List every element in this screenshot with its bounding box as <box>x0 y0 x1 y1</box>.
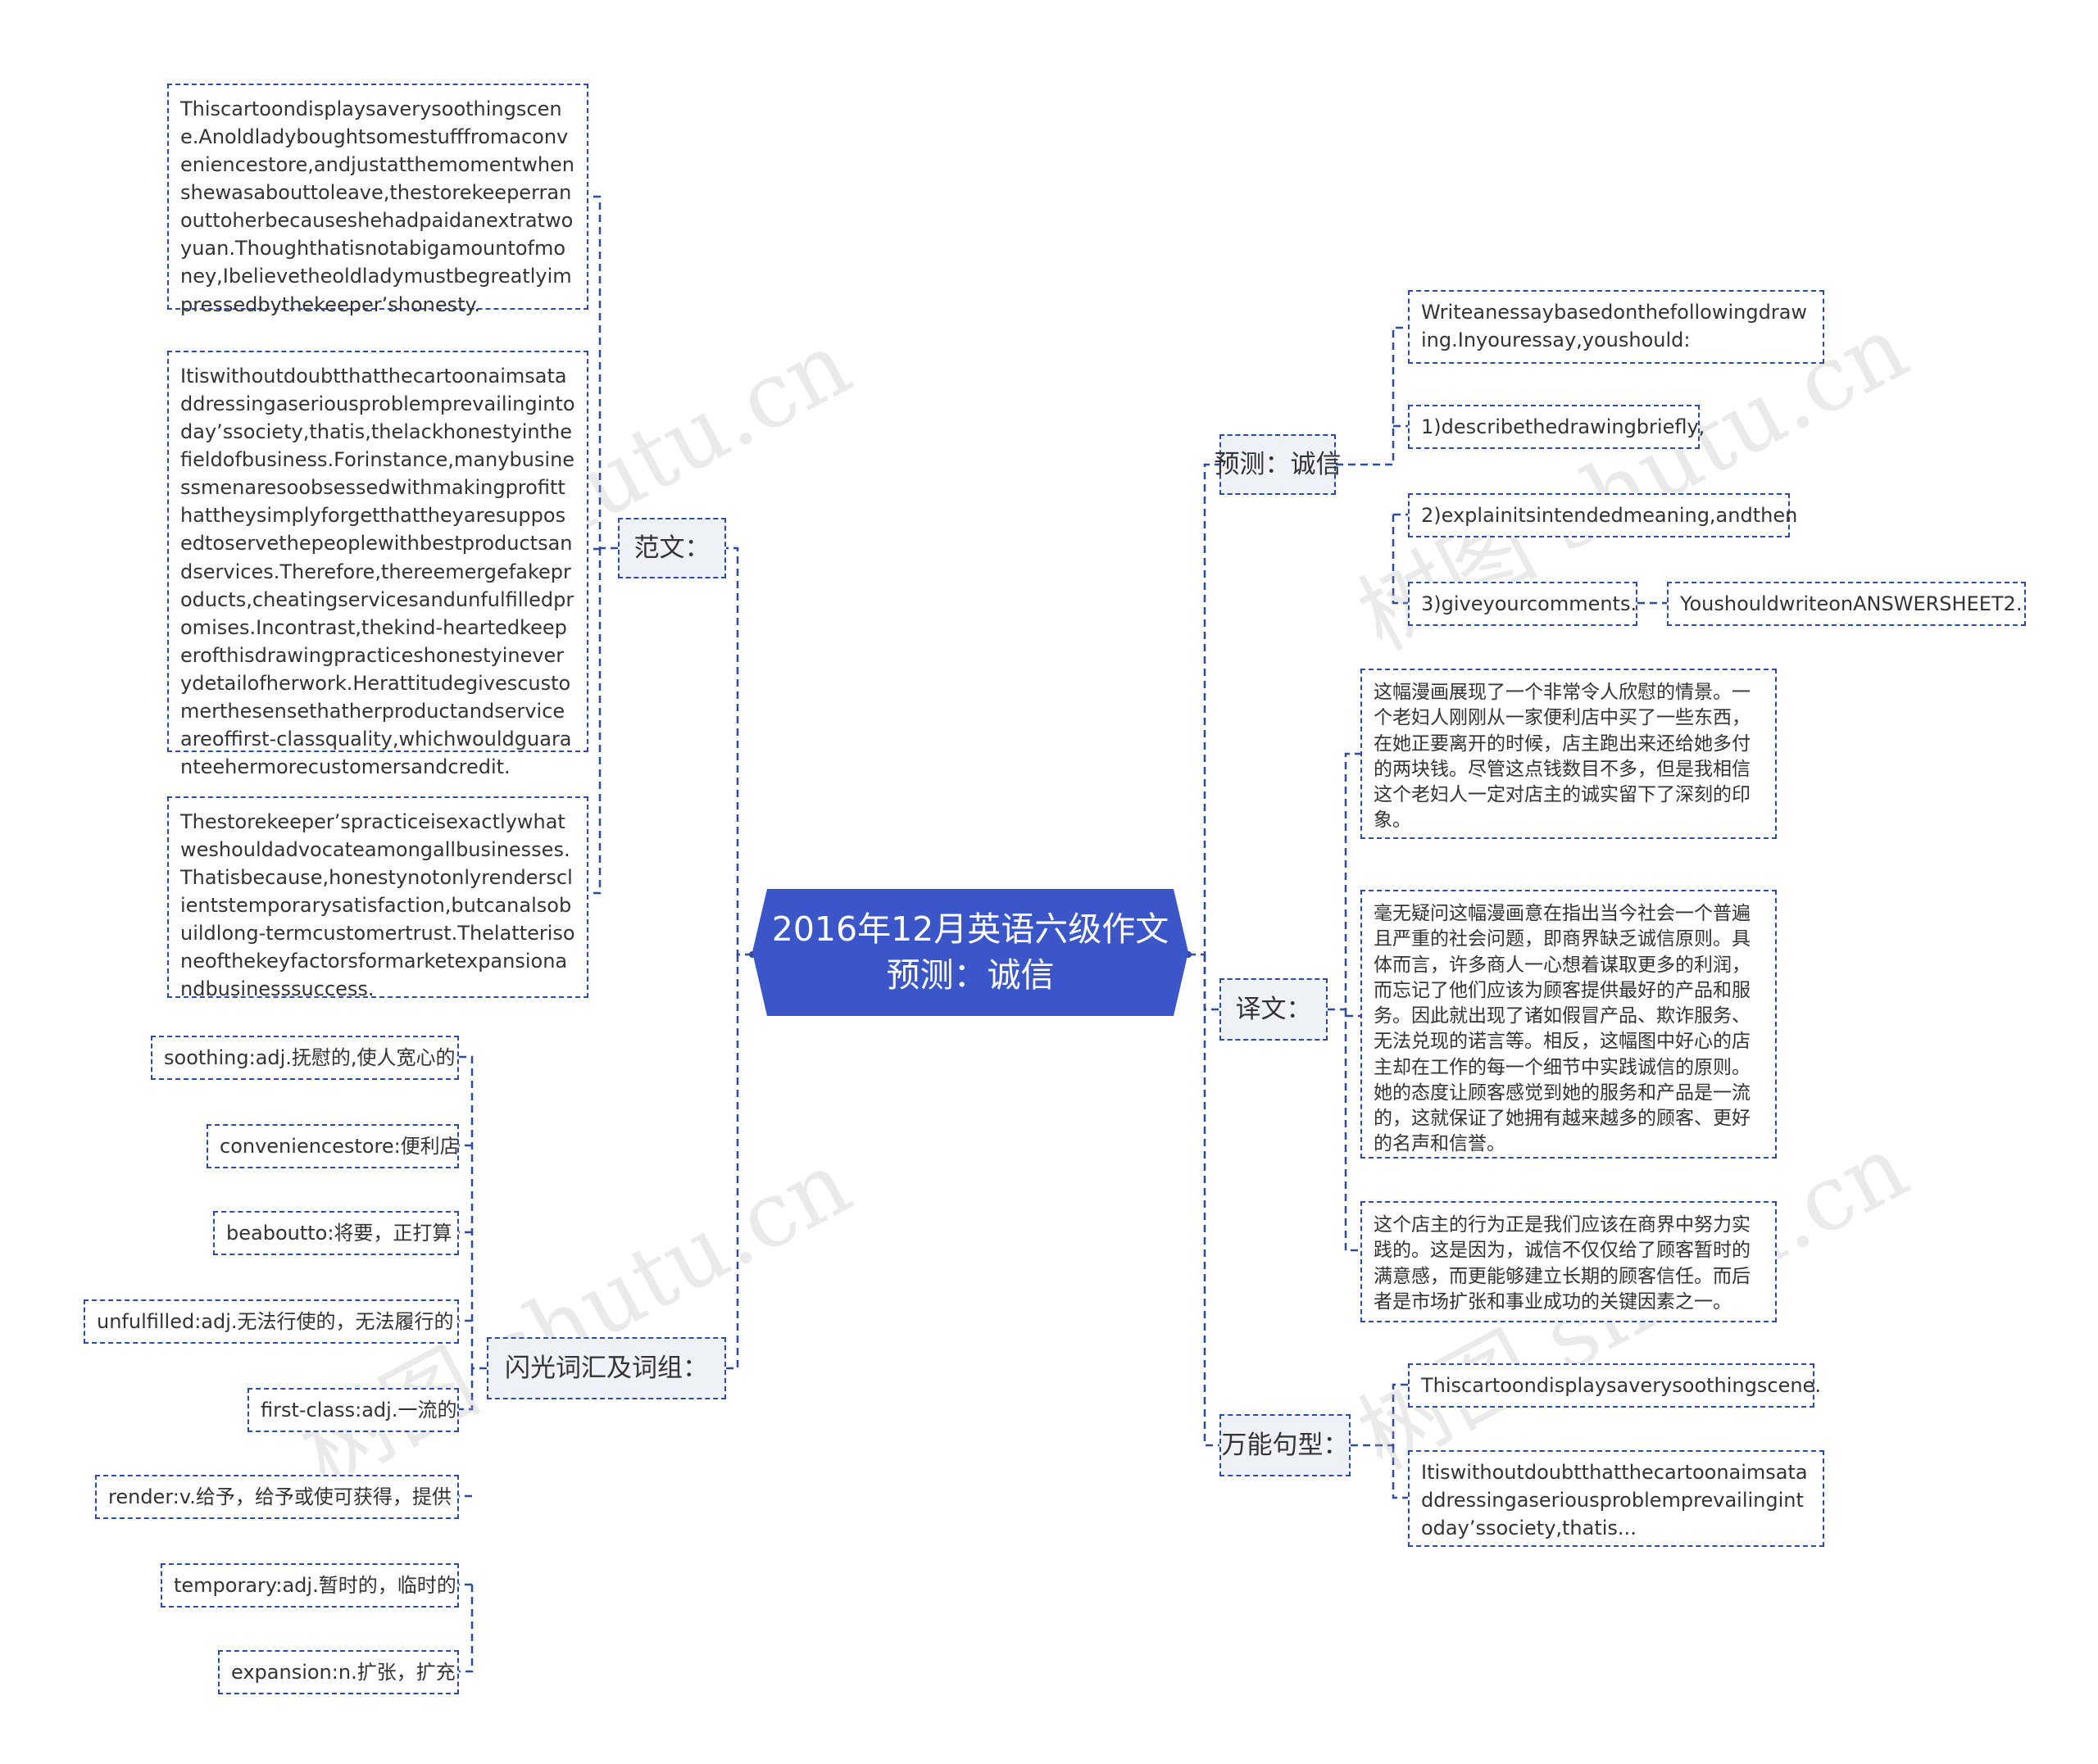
yuce-step-3-text: 3)giveyourcomments. <box>1421 592 1637 615</box>
vocab-item-text: render:v.给予，给予或使可获得，提供 <box>108 1485 452 1508</box>
vocab-item[interactable]: conveniencestore:便利店 <box>207 1124 460 1168</box>
yuce-answer-sheet-note[interactable]: YoushouldwriteonANSWERSHEET2. <box>1667 582 2026 626</box>
branch-yuce[interactable]: 预测：诚信 <box>1215 434 1342 495</box>
yiwen-paragraph-1-text: 这幅漫画展现了一个非常令人欣慰的情景。一个老妇人刚刚从一家便利店中买了一些东西，… <box>1374 682 1751 832</box>
vocab-item-text: temporary:adj.暂时的，临时的 <box>174 1573 456 1597</box>
fanwen-paragraph-1-text: Thiscartoondisplaysaverysoothingscene.An… <box>180 97 575 316</box>
central-title-line1: 2016年12月英语六级作文 <box>771 909 1169 949</box>
vocab-item[interactable]: render:v.给予，给予或使可获得，提供 <box>95 1475 459 1519</box>
yiwen-paragraph-1[interactable]: 这幅漫画展现了一个非常令人欣慰的情景。一个老妇人刚刚从一家便利店中买了一些东西，… <box>1360 669 1777 839</box>
branch-wanneng-label: 万能句型： <box>1221 1430 1349 1460</box>
vocab-item[interactable]: first-class:adj.一流的 <box>247 1388 459 1432</box>
yuce-instruction-text: Writeanessaybasedonthefollowingdrawing.I… <box>1421 301 1808 352</box>
vocab-item-text: expansion:n.扩张，扩充 <box>231 1660 456 1684</box>
wanneng-sentence-1-text: Thiscartoondisplaysaverysoothingscene. <box>1421 1373 1821 1397</box>
vocab-item-text: unfulfilled:adj.无法行使的，无法履行的 <box>97 1309 454 1333</box>
yiwen-paragraph-2[interactable]: 毫无疑问这幅漫画意在指出当今社会一个普遍且严重的社会问题，即商界缺乏诚信原则。具… <box>1360 890 1777 1159</box>
yuce-answer-sheet-note-text: YoushouldwriteonANSWERSHEET2. <box>1680 592 2023 615</box>
branch-fanwen-label: 范文： <box>633 533 711 563</box>
yuce-step-2-text: 2)explainitsintendedmeaning,andthen <box>1421 503 1798 527</box>
yuce-instruction[interactable]: Writeanessaybasedonthefollowingdrawing.I… <box>1408 290 1824 364</box>
fanwen-paragraph-2[interactable]: Itiswithoutdoubtthatthecartoonaimsataddr… <box>167 351 588 778</box>
vocab-item[interactable]: unfulfilled:adj.无法行使的，无法履行的 <box>84 1299 459 1344</box>
vocab-item-text: soothing:adj.抚慰的,使人宽心的 <box>164 1045 456 1069</box>
branch-yiwen[interactable]: 译文： <box>1219 978 1328 1041</box>
branch-yiwen-label: 译文： <box>1235 994 1312 1024</box>
wanneng-sentence-2[interactable]: Itiswithoutdoubtthatthecartoonaimsataddr… <box>1408 1450 1824 1547</box>
fanwen-paragraph-2-text: Itiswithoutdoubtthatthecartoonaimsataddr… <box>180 365 575 779</box>
fanwen-paragraph-1[interactable]: Thiscartoondisplaysaverysoothingscene.An… <box>167 84 588 316</box>
vocab-item[interactable]: temporary:adj.暂时的，临时的 <box>161 1563 459 1608</box>
fanwen-paragraph-3[interactable]: Thestorekeeper’spracticeisexactlywhatwes… <box>167 796 588 1001</box>
yiwen-paragraph-2-text: 毫无疑问这幅漫画意在指出当今社会一个普遍且严重的社会问题，即商界缺乏诚信原则。具… <box>1374 903 1751 1155</box>
yuce-step-1[interactable]: 1)describethedrawingbriefly, <box>1408 405 1705 449</box>
wanneng-sentence-1[interactable]: Thiscartoondisplaysaverysoothingscene. <box>1408 1363 1821 1408</box>
yuce-step-3[interactable]: 3)giveyourcomments. <box>1408 582 1637 626</box>
fanwen-paragraph-3-text: Thestorekeeper’spracticeisexactlywhatwes… <box>180 810 575 1001</box>
wanneng-sentence-2-text: Itiswithoutdoubtthatthecartoonaimsataddr… <box>1421 1461 1808 1540</box>
vocab-item[interactable]: beaboutto:将要，正打算 <box>213 1211 459 1255</box>
branch-vocab[interactable]: 闪光词汇及词组： <box>487 1337 726 1399</box>
branch-wanneng[interactable]: 万能句型： <box>1219 1414 1351 1476</box>
branch-fanwen[interactable]: 范文： <box>618 518 726 578</box>
vocab-item[interactable]: expansion:n.扩张，扩充 <box>218 1650 459 1694</box>
branch-yuce-label: 预测：诚信 <box>1214 449 1342 479</box>
central-topic[interactable]: 2016年12月英语六级作文 预测：诚信 <box>752 889 1188 1016</box>
vocab-item-text: beaboutto:将要，正打算 <box>226 1221 452 1245</box>
yuce-step-1-text: 1)describethedrawingbriefly, <box>1421 415 1705 438</box>
vocab-item-text: first-class:adj.一流的 <box>261 1398 457 1422</box>
vocab-item[interactable]: soothing:adj.抚慰的,使人宽心的 <box>151 1036 459 1080</box>
yiwen-paragraph-3[interactable]: 这个店主的行为正是我们应该在商界中努力实践的。这是因为，诚信不仅仅给了顾客暂时的… <box>1360 1201 1777 1322</box>
central-title-line2: 预测：诚信 <box>886 955 1055 995</box>
central-title: 2016年12月英语六级作文 预测：诚信 <box>772 907 1169 999</box>
vocab-item-text: conveniencestore:便利店 <box>220 1134 460 1158</box>
central-hexagon-shape <box>752 889 1188 1016</box>
yiwen-paragraph-3-text: 这个店主的行为正是我们应该在商界中努力实践的。这是因为，诚信不仅仅给了顾客暂时的… <box>1374 1214 1751 1313</box>
branch-vocab-label: 闪光词汇及词组： <box>505 1353 708 1383</box>
yuce-step-2[interactable]: 2)explainitsintendedmeaning,andthen <box>1408 493 1797 537</box>
